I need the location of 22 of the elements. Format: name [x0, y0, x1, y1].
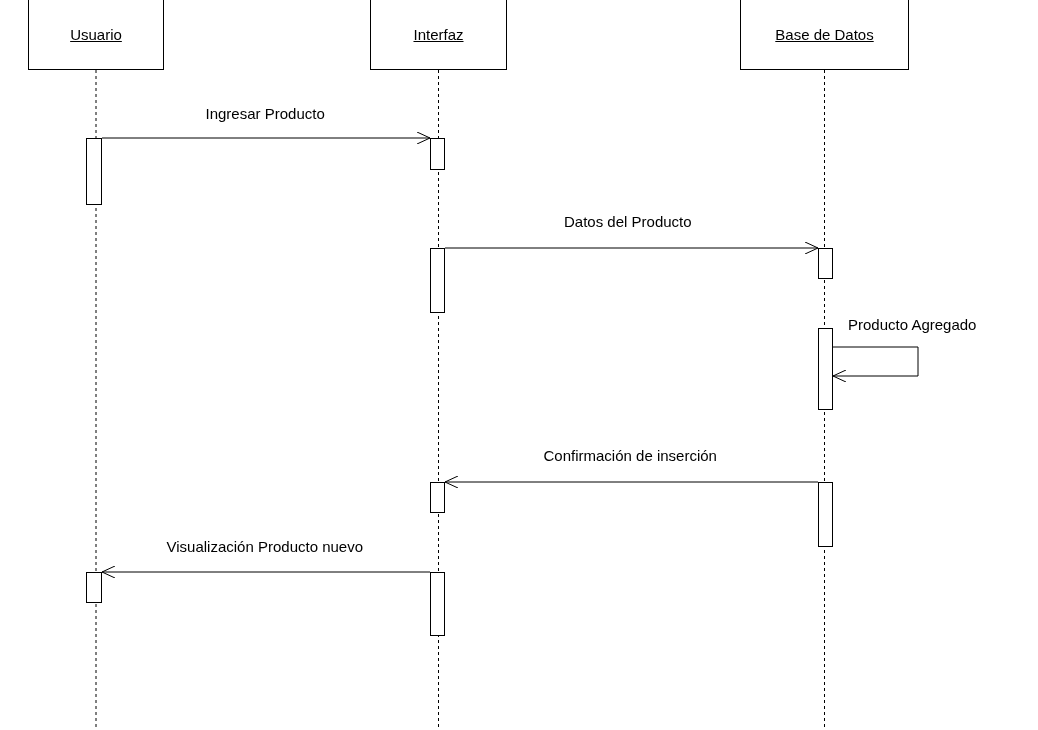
activation-bar [430, 138, 445, 170]
activation-bar [430, 482, 445, 513]
participant-box [740, 0, 909, 70]
activation-bar [818, 328, 833, 410]
message-label: Ingresar Producto [203, 105, 327, 123]
participant-box [28, 0, 164, 70]
activation-bar [818, 482, 833, 547]
message-label: Producto Agregado [846, 316, 979, 334]
activation-bar [430, 248, 445, 313]
participant-name: Usuario [70, 25, 122, 43]
participant-box [370, 0, 507, 70]
message-arrow [444, 475, 819, 489]
activation-bar [86, 572, 102, 603]
activation-bar [86, 138, 102, 205]
participant-name: Interfaz [413, 25, 464, 43]
message-arrow [101, 565, 431, 579]
message-arrow [832, 346, 919, 383]
activation-bar [818, 248, 833, 279]
message-arrow [101, 131, 431, 145]
participant-name: Base de Datos [775, 25, 874, 43]
message-arrow [444, 241, 819, 255]
activation-bar [430, 572, 445, 636]
